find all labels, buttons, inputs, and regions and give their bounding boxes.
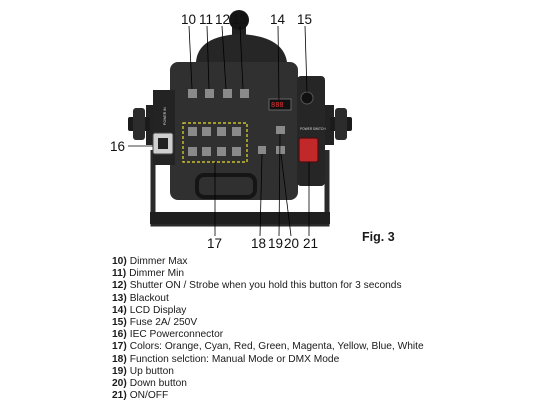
legend-item: 19)Up button bbox=[112, 366, 424, 378]
legend-item-number: 13) bbox=[112, 292, 127, 304]
legend-item-number: 16) bbox=[112, 329, 127, 341]
switch-side-panel bbox=[297, 76, 325, 186]
power-switch[interactable] bbox=[298, 137, 319, 163]
legend-item-text: Shutter ON / Strobe when you hold this b… bbox=[129, 280, 402, 292]
legend-item: 18)Function selction: Manual Mode or DMX… bbox=[112, 354, 424, 366]
legend-item: 21)ON/OFF bbox=[112, 390, 424, 402]
callout-12: 12 bbox=[215, 12, 230, 27]
carry-handle bbox=[195, 173, 257, 199]
legend-item-number: 17) bbox=[112, 341, 127, 353]
legend-item-text: Blackout bbox=[129, 292, 169, 304]
svg-text:888: 888 bbox=[271, 102, 284, 110]
dimmer-max-button[interactable] bbox=[188, 89, 197, 98]
legend-item-number: 10) bbox=[112, 256, 127, 267]
legend-item: 17)Colors: Orange, Cyan, Red, Green, Mag… bbox=[112, 341, 424, 353]
color-button-blue[interactable] bbox=[217, 147, 226, 156]
legend-item-text: Up button bbox=[129, 365, 174, 377]
legend-item-text: Down button bbox=[129, 378, 187, 390]
legend-item-text: ON/OFF bbox=[129, 390, 169, 402]
color-button-red[interactable] bbox=[217, 127, 226, 136]
down-button[interactable] bbox=[276, 146, 285, 154]
callout-15: 15 bbox=[297, 12, 312, 27]
legend-item: 13)Blackout bbox=[112, 293, 424, 305]
legend-item-text: Fuse 2A/ 250V bbox=[129, 317, 198, 329]
side-knob-left bbox=[128, 108, 150, 140]
side-knob-right bbox=[330, 108, 352, 140]
shutter-strobe-button[interactable] bbox=[223, 89, 232, 98]
callout-19: 19 bbox=[268, 236, 283, 251]
callout-18: 18 bbox=[251, 236, 266, 251]
callout-17: 17 bbox=[207, 236, 222, 251]
legend-item: 10)Dimmer Max bbox=[112, 256, 424, 268]
legend-item: 12)Shutter ON / Strobe when you hold thi… bbox=[112, 280, 424, 292]
legend-item: 15)Fuse 2A/ 250V bbox=[112, 317, 424, 329]
up-button[interactable] bbox=[276, 126, 285, 134]
legend-item-text: Function selction: Manual Mode or DMX Mo… bbox=[129, 353, 340, 365]
color-button-orange[interactable] bbox=[188, 127, 197, 136]
lcd-display bbox=[268, 98, 292, 111]
color-button-yellow[interactable] bbox=[202, 147, 211, 156]
fixture-housing bbox=[196, 34, 287, 62]
callout-11: 11 bbox=[199, 12, 213, 27]
color-button-white[interactable] bbox=[232, 147, 241, 156]
callout-10: 10 bbox=[181, 12, 196, 27]
legend-item-text: Colors: Orange, Cyan, Red, Green, Magent… bbox=[129, 341, 424, 353]
top-button-row bbox=[188, 89, 249, 98]
device-figure: 888 POWER IN POWER SWITCH 10 bbox=[110, 10, 352, 251]
legend-item: 14)LCD Display bbox=[112, 305, 424, 317]
function-select-button[interactable] bbox=[258, 146, 266, 154]
dimmer-min-button[interactable] bbox=[205, 89, 214, 98]
legend-item-number: 14) bbox=[112, 304, 127, 316]
legend-item-text: Dimmer Min bbox=[129, 268, 185, 280]
color-button-green[interactable] bbox=[232, 127, 241, 136]
figure-label: Fig. 3 bbox=[362, 230, 395, 244]
legend-item-number: 21) bbox=[112, 390, 127, 402]
color-buttons bbox=[188, 127, 241, 156]
legend-item-number: 18) bbox=[112, 353, 127, 365]
callout-13: 13 bbox=[232, 12, 247, 27]
legend-item-text: Dimmer Max bbox=[129, 256, 188, 267]
callout-leaders bbox=[128, 25, 310, 237]
blackout-button[interactable] bbox=[240, 89, 249, 98]
legend-item: 11)Dimmer Min bbox=[112, 268, 424, 280]
legend-item-text: LCD Display bbox=[129, 304, 187, 316]
power-in-label: POWER IN bbox=[163, 107, 167, 125]
callout-20: 20 bbox=[284, 236, 299, 251]
fuse-holder bbox=[300, 91, 314, 105]
legend-item-number: 20) bbox=[112, 378, 127, 390]
legend-item: 16)IEC Powerconnector bbox=[112, 329, 424, 341]
legend-item-number: 15) bbox=[112, 317, 127, 329]
callout-21: 21 bbox=[303, 236, 318, 251]
legend-item-number: 12) bbox=[112, 280, 127, 292]
power-switch-label: POWER SWITCH bbox=[300, 127, 326, 131]
callout-14: 14 bbox=[270, 12, 286, 27]
color-button-magenta[interactable] bbox=[188, 147, 197, 156]
callout-16: 16 bbox=[110, 139, 125, 154]
legend-item-text: IEC Powerconnector bbox=[129, 329, 224, 341]
legend-item-number: 11) bbox=[112, 268, 127, 280]
legend-item: 20)Down button bbox=[112, 378, 424, 390]
color-button-cyan[interactable] bbox=[202, 127, 211, 136]
legend-item-number: 19) bbox=[112, 365, 127, 377]
